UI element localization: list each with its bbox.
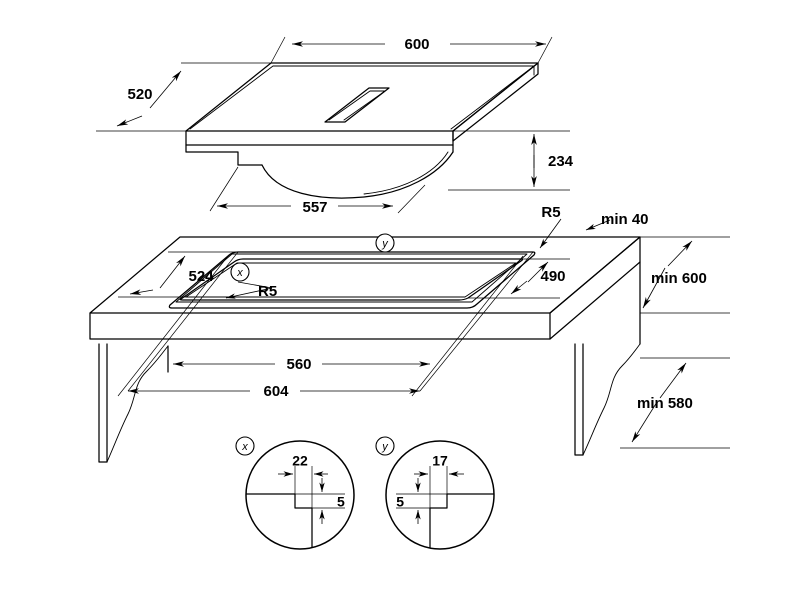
balloon-y-circle (375, 233, 395, 253)
dim-min580-down-seg (631, 401, 658, 443)
proj-line-left-a (127, 251, 239, 392)
dim-label-560: 560 (286, 356, 311, 373)
worktop-cutout-view: 524 490 R5 R5 min 40 min 600 (89, 204, 730, 463)
callout-balloon-y: y (375, 233, 395, 253)
detail-x-profile (246, 493, 313, 549)
dim-label-r5-right: R5 (541, 204, 560, 221)
dim-label-234: 234 (548, 153, 574, 170)
ext-600-left (270, 36, 286, 64)
balloon-y-label: y (381, 238, 389, 250)
cooktop-body-box (185, 144, 263, 166)
dim-524-lower-seg (129, 289, 154, 295)
proj-line-left-b (117, 255, 229, 397)
worktop-right-leg-break (582, 343, 641, 456)
dim-min600-up-seg (667, 240, 693, 267)
ext-557-right (397, 184, 426, 214)
cooktop-slot-cutout (324, 87, 390, 123)
dim-label-min40: min 40 (601, 211, 649, 228)
detail-x-label-22: 22 (292, 453, 308, 469)
detail-x-balloon: x (235, 436, 255, 456)
worktop-front-face (89, 312, 551, 340)
detail-y-profile (429, 493, 494, 549)
cutout-outline-outer (168, 251, 536, 309)
dim-490-lower-seg (510, 280, 528, 295)
dim-520-upper-seg (149, 70, 182, 109)
dim-524-upper-seg (159, 255, 186, 289)
worktop-left-leg-break (106, 345, 169, 463)
leader-r5-left-b (237, 281, 273, 289)
cooktop-underside-curve-inner (363, 151, 449, 195)
detail-y-balloon-circle (375, 436, 395, 456)
cooktop-top-bevel (189, 65, 535, 130)
worktop-left-leg (98, 343, 108, 463)
dim-520-lower-seg (116, 115, 143, 127)
balloon-x-circle (230, 262, 250, 282)
cutout-outline-inner (179, 258, 524, 301)
dim-label-490: 490 (540, 268, 565, 285)
callout-balloon-x: x (230, 262, 250, 282)
ext-557-left (209, 166, 239, 212)
dim-label-min580: min 580 (637, 395, 693, 412)
detail-x-circle (245, 440, 355, 550)
detail-y-balloon-label: y (381, 441, 389, 453)
proj-line-right-a (419, 251, 534, 392)
cooktop-underside-curve (261, 151, 454, 199)
detail-y-step-outline (429, 493, 494, 549)
detail-view-y: 17 5 y (375, 436, 495, 550)
detail-x-step-outline (246, 493, 313, 549)
dim-label-600: 600 (404, 36, 429, 53)
worktop-right-face (549, 236, 641, 340)
cooktop-right-edge-face (452, 62, 539, 142)
detail-y-balloon: y (375, 436, 395, 456)
dim-label-604: 604 (263, 383, 289, 400)
detail-y-circle (385, 440, 495, 550)
worktop-right-leg (574, 343, 584, 456)
dim-label-557: 557 (302, 199, 327, 216)
detail-x-label-5: 5 (337, 494, 345, 510)
detail-x-balloon-circle (235, 436, 255, 456)
leader-r5-right (539, 218, 562, 249)
cooktop-front-face (185, 130, 454, 146)
leader-r5-left (225, 287, 273, 299)
dim-min600-down-seg (642, 267, 666, 309)
dim-label-524: 524 (188, 268, 214, 285)
dim-label-min600: min 600 (651, 270, 707, 287)
balloon-x-label: x (236, 267, 243, 279)
cutout-outline-mid (175, 253, 528, 303)
leader-min40 (585, 219, 611, 231)
dim-label-r5-left: R5 (258, 283, 277, 300)
proj-line-right-b (411, 255, 524, 397)
dim-label-520: 520 (127, 86, 152, 103)
ext-600-right (537, 36, 553, 64)
detail-y-label-5: 5 (396, 494, 404, 510)
dim-490-upper-seg (527, 261, 549, 283)
detail-view-x: 22 5 x (235, 436, 355, 550)
cooktop-slot-cutout-inner (328, 90, 386, 121)
detail-y-label-17: 17 (432, 453, 448, 469)
cooktop-appliance-view: 600 520 234 557 (96, 36, 574, 216)
detail-x-balloon-label: x (241, 441, 248, 453)
dim-min580-up-seg (659, 362, 687, 399)
